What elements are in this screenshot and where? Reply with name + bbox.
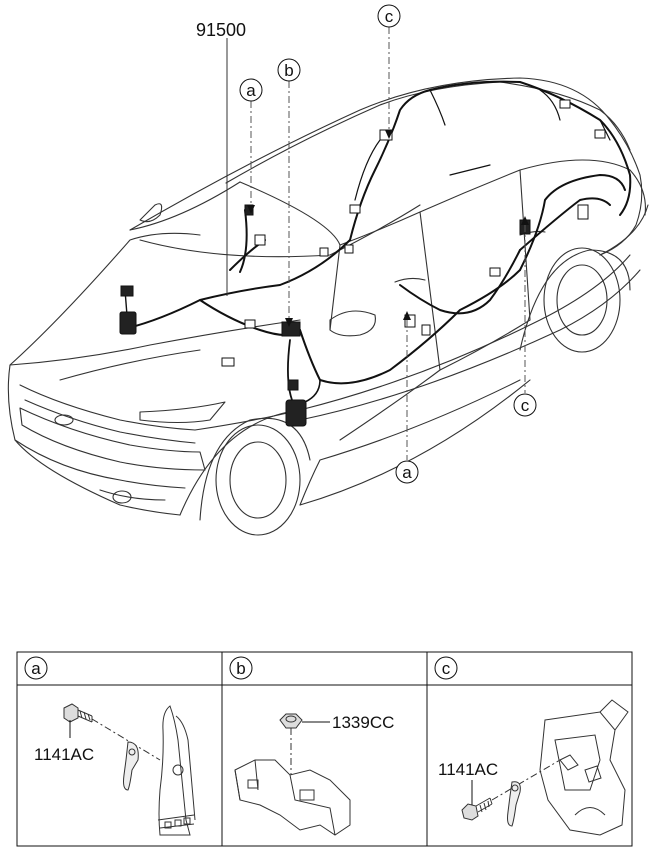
wiring-harness — [124, 80, 632, 403]
detail-a-drawing — [63, 703, 196, 836]
callout-b-top: b — [277, 58, 301, 82]
car-outline — [7, 77, 649, 536]
detail-b-drawing — [234, 713, 351, 836]
callout-a-bottom: a — [395, 460, 419, 484]
svg-text:b: b — [236, 659, 245, 678]
harness-connectors — [119, 99, 606, 427]
detail-c-drawing — [461, 699, 629, 836]
svg-text:a: a — [31, 659, 41, 678]
svg-text:c: c — [442, 659, 451, 678]
bolt-icon — [461, 797, 493, 821]
callout-c-top: c — [377, 4, 401, 28]
svg-text:a: a — [402, 463, 412, 482]
detail-a-part-number: 1141AC — [34, 745, 94, 764]
callout-c-bottom: c — [513, 393, 537, 417]
callout-leaders — [250, 27, 526, 460]
svg-text:c: c — [385, 7, 394, 26]
svg-text:c: c — [521, 396, 530, 415]
table-header-b: b — [229, 656, 253, 680]
table-header-c: c — [434, 656, 458, 680]
detail-table — [16, 651, 633, 847]
bolt-icon — [63, 703, 93, 723]
callout-a-top: a — [239, 78, 263, 102]
detail-c-part-number: 1141AC — [438, 760, 498, 779]
svg-text:a: a — [246, 81, 256, 100]
svg-text:b: b — [284, 61, 293, 80]
nut-icon — [279, 713, 303, 729]
table-header-a: a — [24, 656, 48, 680]
detail-b-part-number: 1339CC — [332, 713, 394, 732]
callout-arrowheads — [247, 130, 529, 327]
main-part-number: 91500 — [196, 20, 246, 40]
